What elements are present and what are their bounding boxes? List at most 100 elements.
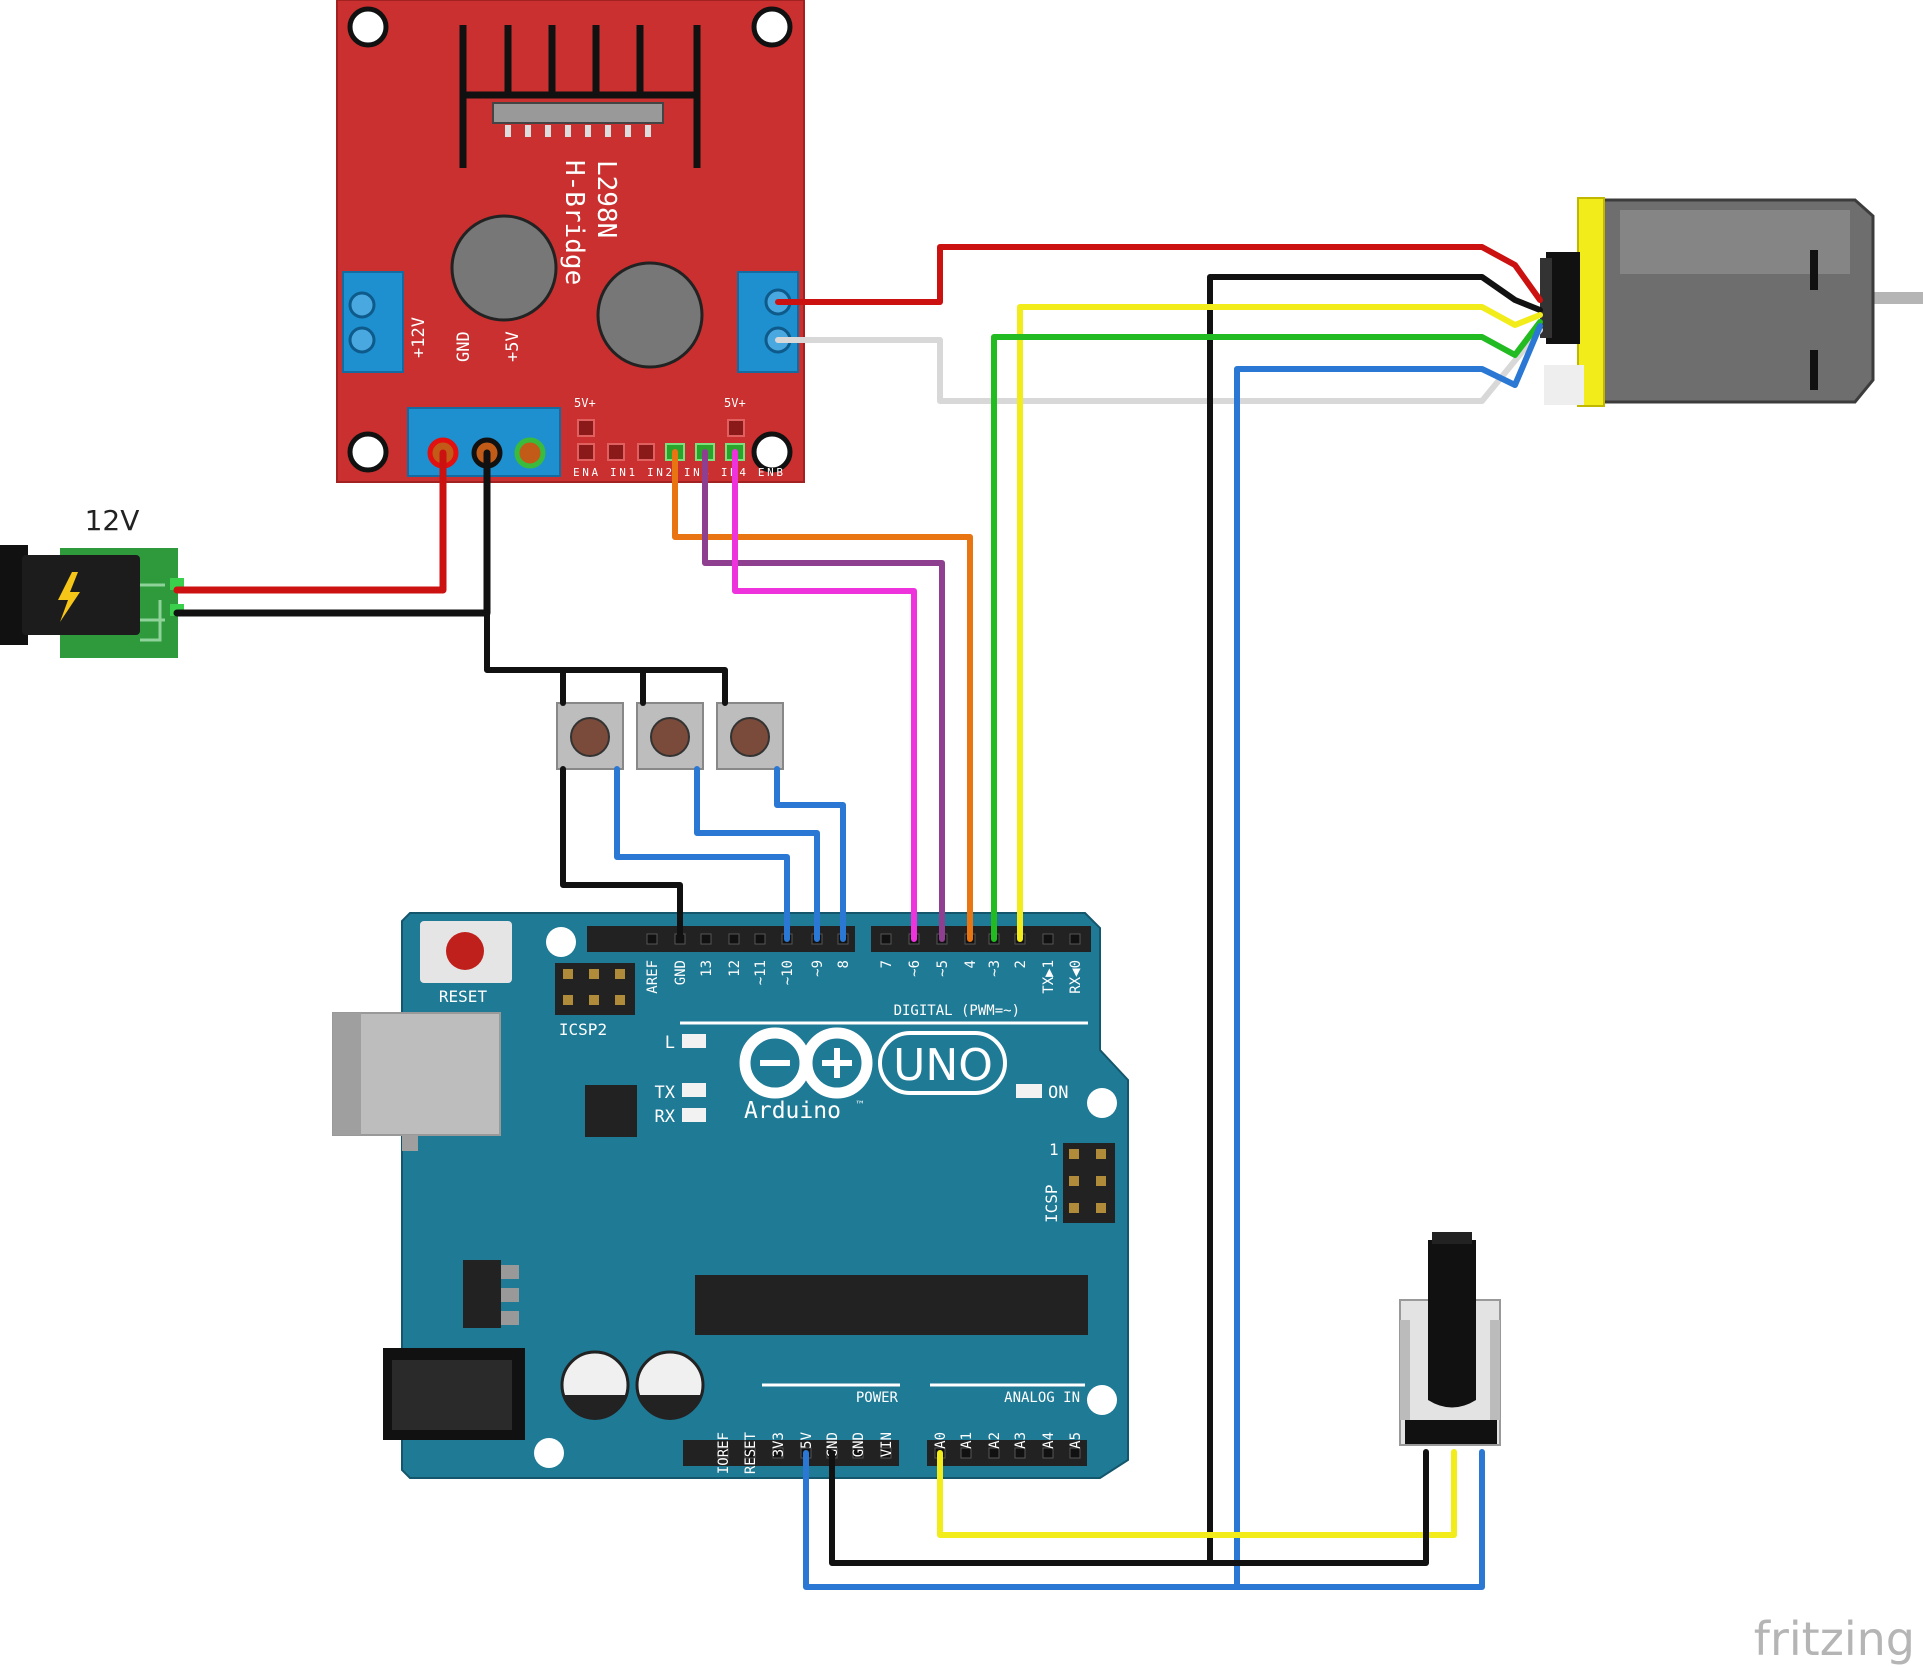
digital-pin-label: RX◀0 [1068, 960, 1084, 994]
led-on [1016, 1084, 1042, 1098]
wire-encoder-a-pin2 [1017, 304, 1543, 942]
push-button-2[interactable] [636, 702, 704, 770]
uno-label: UNO [893, 1040, 993, 1091]
l298n-chip [492, 102, 664, 124]
analog-pin [960, 1447, 972, 1459]
power-pin-label: VIN [879, 1432, 895, 1457]
reset-label: RESET [439, 987, 488, 1006]
wire-encoder-vcc [1234, 323, 1543, 1590]
power-pin-label: IOREF [716, 1432, 732, 1474]
wire-button-ground-bus [484, 610, 728, 706]
analog-label: ANALOG IN [1004, 1390, 1080, 1406]
wires [173, 244, 1543, 1590]
digital-pin-label: 4 [963, 960, 979, 968]
l298n-pin-5v-label: +5V [503, 331, 523, 362]
digital-pin-label: 13 [699, 960, 715, 977]
arduino-mount-hole [1087, 1385, 1117, 1415]
push-button-3[interactable] [716, 702, 784, 770]
wire-encoder-b-pin3 [991, 319, 1543, 942]
power-voltage-label: 12V [85, 504, 140, 537]
analog-pin-label: A1 [959, 1432, 975, 1449]
analog-pin-label: A0 [933, 1432, 949, 1449]
digital-pin-label: ~5 [935, 960, 951, 977]
digital-pin-label: 7 [879, 960, 895, 968]
power-pin [880, 1447, 892, 1459]
l298n-capacitor [450, 214, 558, 322]
analog-pin [988, 1447, 1000, 1459]
l298n-mount-hole [751, 6, 793, 48]
uno-badge [878, 1031, 1007, 1095]
arduino-uno: RESET ICSP2 AR [332, 912, 1129, 1479]
analog-pin [1069, 1447, 1081, 1459]
motor-shaft [1867, 292, 1923, 304]
analog-pin-label: A5 [1068, 1432, 1084, 1449]
arduino-pcb [401, 912, 1129, 1479]
digital-pin [728, 933, 740, 945]
digital-pin [700, 933, 712, 945]
wire-button-to-gnd [560, 766, 683, 942]
digital-pin-label: TX▶1 [1041, 960, 1057, 994]
l298n-subtitle: H-Bridge [559, 160, 589, 285]
digital-pin [1069, 933, 1081, 945]
power-pin-label: 5V [799, 1431, 815, 1448]
power-pin-label: 3V3 [771, 1432, 787, 1457]
l298n-terminal-out2 [737, 271, 799, 373]
digital-pin [880, 933, 892, 945]
digital-pin-label: ~11 [753, 960, 769, 985]
push-button-1[interactable] [556, 702, 624, 770]
digital-pin [1042, 933, 1054, 945]
l298n-terminal-out1 [342, 271, 404, 373]
fritzing-watermark: fritzing [1754, 1612, 1915, 1666]
power-pin [717, 1447, 729, 1459]
wire-12v-positive [173, 449, 447, 594]
icsp2-header [555, 963, 635, 1015]
digital-pin-label: AREF [645, 960, 661, 994]
wire-in4-pin5 [702, 449, 945, 942]
led-rx-label: RX [655, 1107, 676, 1127]
reset-button-cap[interactable] [446, 932, 484, 970]
wire-encoder-ground [1207, 274, 1543, 1566]
digital-pin-label: ~10 [780, 960, 796, 985]
arduino-trademark: ™ [855, 1100, 865, 1111]
electrolytic-capacitor [635, 1350, 705, 1420]
l298n-capacitor [596, 261, 704, 369]
digital-pin [754, 933, 766, 945]
l298n-mount-hole [751, 431, 793, 473]
power-pin-label: GND [851, 1432, 867, 1457]
jumper-5v-right-label: 5V+ [724, 396, 746, 410]
wire-pot-ground [829, 1449, 1429, 1566]
arduino-infinity-logo [739, 1027, 873, 1099]
analog-header [927, 1440, 1087, 1466]
arduino-mount-hole [1087, 1088, 1117, 1118]
wire-motor-b [775, 327, 1543, 404]
arduino-mount-hole [546, 927, 576, 957]
icsp-label: ICSP [1042, 1184, 1061, 1223]
potentiometer-knob[interactable] [1428, 1240, 1476, 1408]
led-on-label: ON [1048, 1083, 1068, 1103]
icsp2-label: ICSP2 [559, 1020, 607, 1039]
led-l-label: L [665, 1033, 675, 1053]
power-pin-label: GND [825, 1432, 841, 1457]
l298n-header-labels: ENA IN1 IN2 IN3 IN4 ENB [573, 466, 783, 479]
l298n-heatsink [459, 25, 701, 168]
arduino-mount-hole [534, 1438, 564, 1468]
icsp-pin1-label: 1 [1049, 1140, 1059, 1159]
power-pin [852, 1447, 864, 1459]
led-tx [682, 1083, 706, 1097]
analog-pin-label: A3 [1013, 1432, 1029, 1449]
potentiometer[interactable] [1399, 1232, 1501, 1446]
wire-pot-vcc [803, 1449, 1485, 1590]
led-rx [682, 1108, 706, 1122]
dc-motor [1540, 197, 1923, 407]
l298n-mount-hole [347, 6, 389, 48]
wire-motor-a [775, 244, 1543, 305]
l298n-title: L298N [591, 160, 621, 238]
electrolytic-capacitor [560, 1350, 630, 1420]
power-label: POWER [856, 1390, 899, 1406]
icsp-header [1063, 1143, 1115, 1223]
wire-pot-wiper-a0 [937, 1449, 1457, 1538]
power-pin [744, 1447, 756, 1459]
l298n-pcb [336, 0, 805, 483]
